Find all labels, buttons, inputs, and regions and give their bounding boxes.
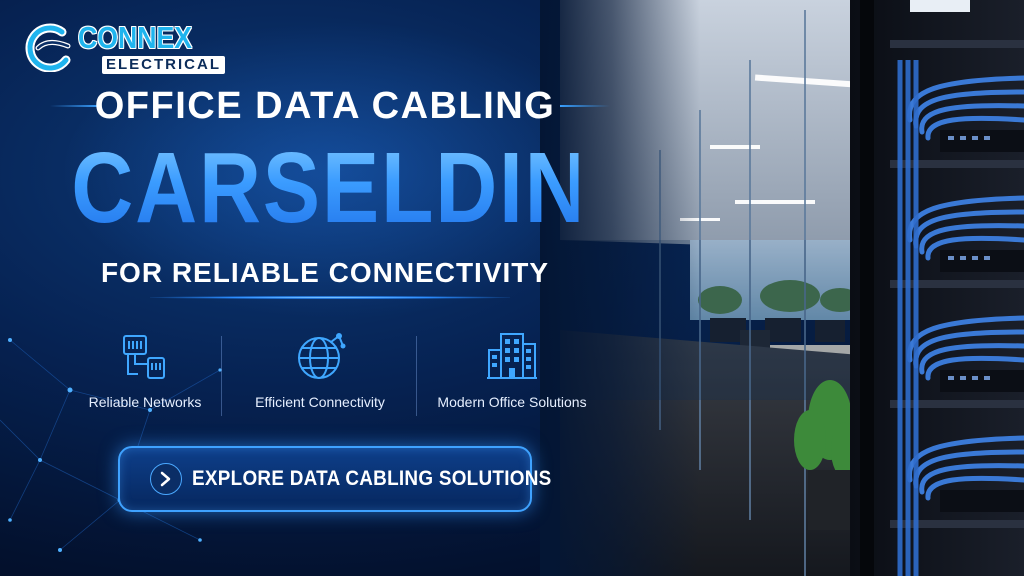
headline-rule-left	[50, 105, 100, 107]
feature-reliable-networks: Reliable Networks	[70, 330, 220, 425]
feature-label: Reliable Networks	[88, 394, 202, 410]
feature-list: Reliable Networks Efficient Connectivity	[70, 330, 610, 425]
feature-divider	[416, 336, 417, 416]
headline-title: OFFICE DATA CABLING	[94, 85, 556, 127]
network-plug-icon	[123, 335, 165, 379]
headline-rule-right	[560, 105, 610, 107]
office-building-icon	[487, 333, 537, 379]
tagline: FOR RELIABLE CONNECTIVITY	[100, 257, 550, 288]
location-title: CARSELDINE	[71, 128, 646, 248]
feature-modern-office-solutions: Modern Office Solutions	[422, 330, 602, 425]
brand-subtitle: ELECTRICAL	[102, 56, 225, 74]
explore-solutions-button[interactable]: EXPLORE DATA CABLING SOLUTIONS	[118, 446, 551, 512]
chevron-right-icon	[150, 463, 182, 495]
feature-efficient-connectivity: Efficient Connectivity	[235, 330, 405, 425]
headline-row: OFFICE DATA CABLING	[30, 84, 620, 128]
brand-name: CONNEX	[78, 20, 193, 55]
image-fade	[540, 0, 700, 576]
feature-divider	[221, 336, 222, 416]
feature-label: Modern Office Solutions	[437, 394, 587, 410]
tagline-glow	[150, 296, 510, 299]
feature-label: Efficient Connectivity	[255, 394, 385, 410]
explore-solutions-label: EXPLORE DATA CABLING SOLUTIONS	[192, 467, 552, 490]
globe-network-icon	[298, 333, 346, 379]
connex-swoosh-logo-icon	[25, 23, 71, 72]
brand-logo[interactable]: CONNEX ELECTRICAL	[24, 18, 225, 80]
